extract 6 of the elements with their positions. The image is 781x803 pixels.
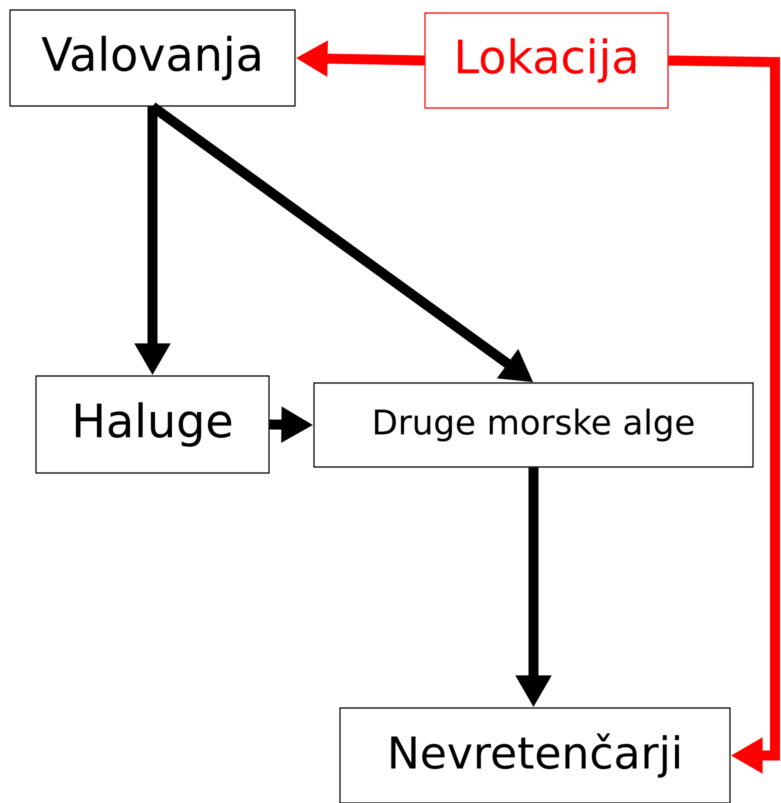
process-box: Haluge <box>35 375 270 474</box>
process-box: Valovanja <box>9 9 296 107</box>
location-box: Lokacija <box>424 12 669 109</box>
process-box: Nevretenčarji <box>339 707 731 803</box>
arrow <box>668 56 780 774</box>
process-box: Druge morske alge <box>313 382 754 468</box>
